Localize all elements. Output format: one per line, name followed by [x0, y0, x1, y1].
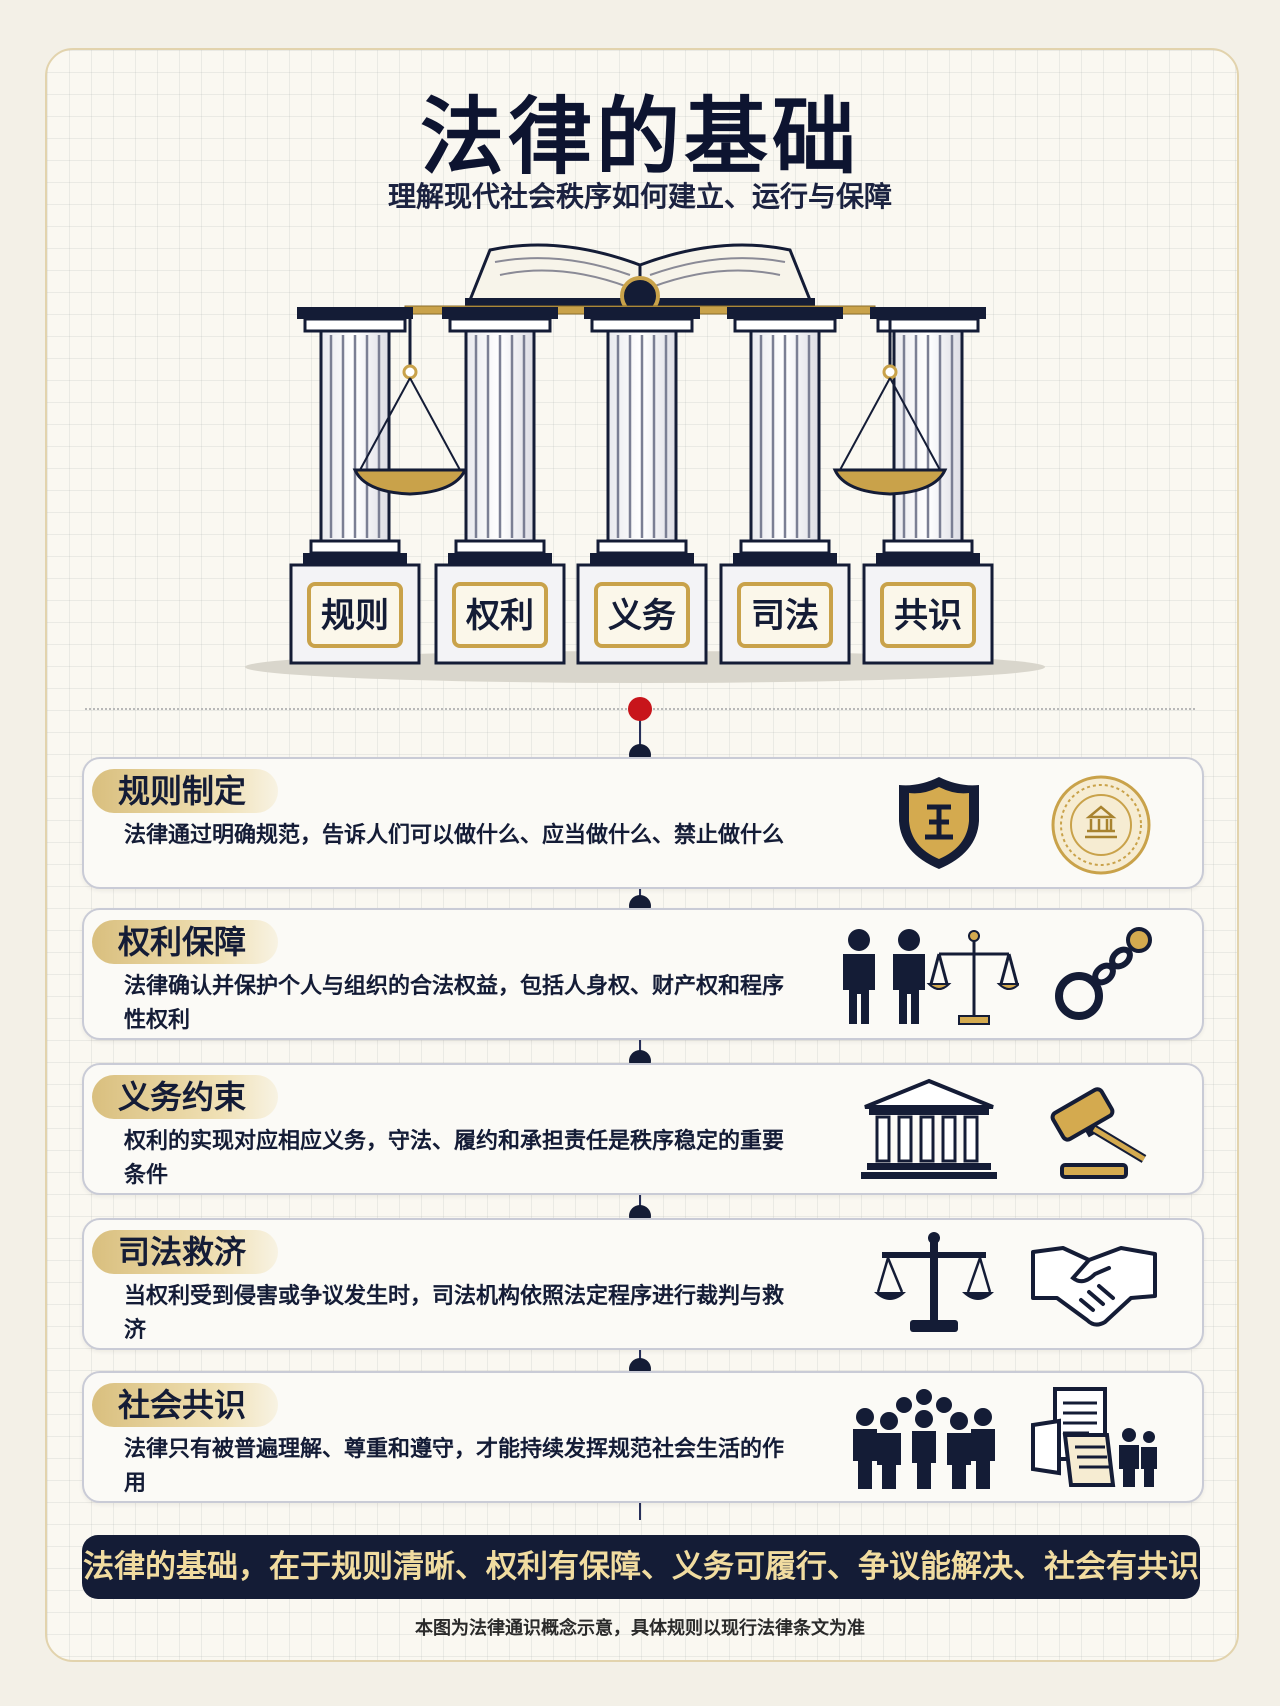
pillar-pedestal: 共识	[862, 563, 994, 665]
page-subtitle: 理解现代社会秩序如何建立、运行与保障	[387, 180, 892, 213]
section-description: 法律确认并保护个人与组织的合法权益，包括人身权、财产权和程序性权利	[124, 974, 785, 1033]
section-description: 法律通过明确规范，告诉人们可以做什么、应当做什么、禁止做什么	[124, 823, 785, 848]
section-rule-making: 规则制定 法律通过明确规范，告诉人们可以做什么、应当做什么、禁止做什么	[82, 757, 1204, 889]
pillar-pedestal: 规则	[289, 563, 421, 665]
section-judicial-remedy: 司法救济 当权利受到侵害或争议发生时，司法机构依照法定程序进行裁判与救济	[82, 1218, 1204, 1350]
document-people-icon	[1031, 1387, 1157, 1487]
page-title: 法律的基础	[419, 88, 860, 186]
pillar-pedestal: 司法	[719, 563, 851, 665]
left-scale-pan	[352, 312, 468, 496]
section-label: 司法救济	[92, 1230, 279, 1274]
people-scales-icon	[843, 929, 1019, 1025]
pillar-pedestal: 权利	[434, 563, 566, 665]
column	[870, 307, 986, 565]
section-description: 权利的实现对应相应义务，守法、履约和承担责任是秩序稳定的重要条件	[124, 1129, 785, 1188]
section-rights-protection: 权利保障 法律确认并保护个人与组织的合法权益，包括人身权、财产权和程序性权利	[82, 908, 1204, 1040]
section-description: 法律只有被普遍理解、尊重和遵守，才能持续发挥规范社会生活的作用	[124, 1437, 785, 1496]
column	[442, 307, 558, 565]
seal-icon	[1051, 775, 1151, 875]
footer-note: 本图为法律通识概念示意，具体规则以现行法律条文为准	[415, 1618, 865, 1639]
section-label: 规则制定	[92, 769, 279, 813]
section-social-consensus: 社会共识 法律只有被普遍理解、尊重和遵守，才能持续发挥规范社会生活的作用	[82, 1371, 1204, 1503]
scales-icon	[874, 1232, 994, 1332]
summary-banner: 法律的基础，在于规则清晰、权利有保障、义务可履行、争议能解决、社会有共识	[82, 1535, 1200, 1599]
crowd-icon	[853, 1389, 995, 1489]
handshake-icon	[1031, 1246, 1157, 1327]
section-label: 权利保障	[92, 920, 279, 964]
section-label: 义务约束	[92, 1075, 279, 1119]
section-duty-constraint: 义务约束 权利的实现对应相应义务，守法、履约和承担责任是秩序稳定的重要条件	[82, 1063, 1204, 1195]
pillar-label: 规则	[321, 596, 389, 636]
section-description: 当权利受到侵害或争议发生时，司法机构依照法定程序进行裁判与救济	[124, 1284, 785, 1343]
courthouse-icon	[861, 1078, 997, 1179]
pillars-illustration: 规则 权利 义务 司法 共识	[245, 243, 1045, 683]
pillar-label: 权利	[465, 596, 534, 636]
column	[297, 307, 413, 565]
pillar-label: 司法	[751, 596, 819, 636]
pillar-label: 义务	[608, 596, 676, 636]
shield-icon	[899, 777, 979, 869]
broken-chain-icon	[1055, 927, 1152, 1020]
columns	[297, 307, 986, 565]
gavel-icon	[1050, 1087, 1147, 1179]
timeline-start-dot	[628, 697, 652, 721]
section-label: 社会共识	[92, 1383, 279, 1427]
pedestals: 规则 权利 义务 司法 共识	[289, 563, 994, 665]
column	[727, 307, 843, 565]
right-scale-pan	[832, 312, 948, 496]
open-book-icon	[465, 243, 815, 316]
column	[584, 307, 700, 565]
pillar-label: 共识	[894, 596, 962, 636]
pillar-pedestal: 义务	[576, 563, 708, 665]
